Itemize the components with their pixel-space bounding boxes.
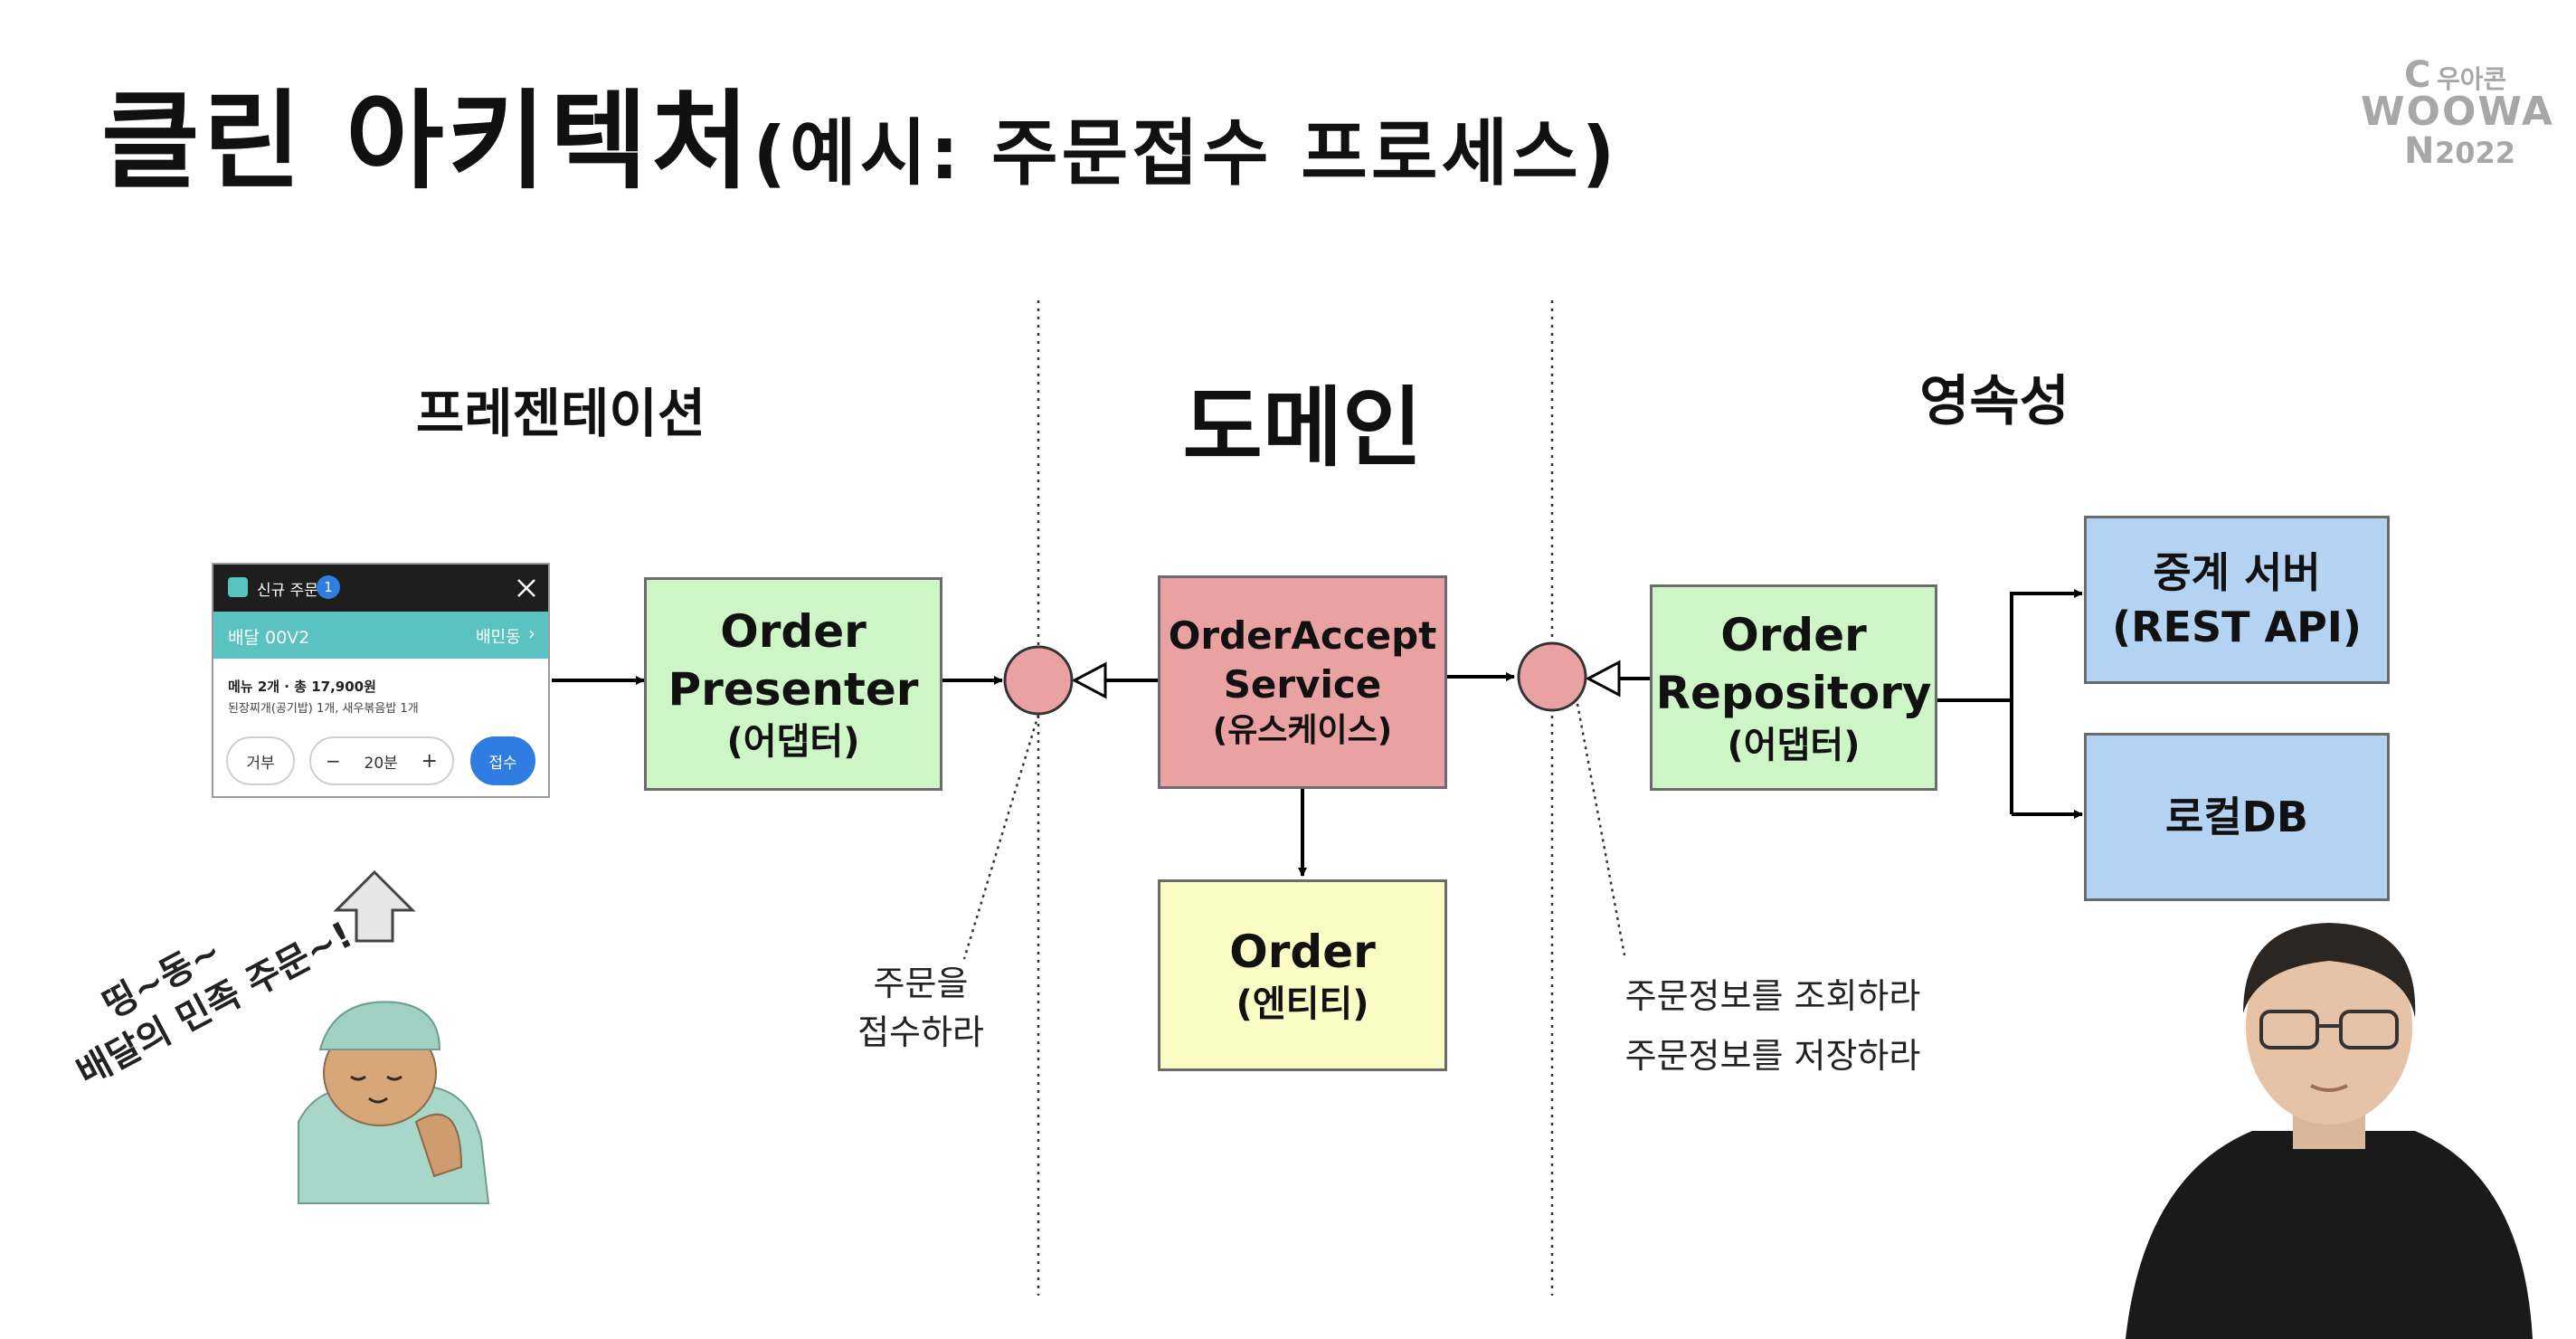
order-presenter-line2: Presenter bbox=[668, 663, 919, 716]
order-presenter-box: Order Presenter (어댑터) bbox=[644, 577, 942, 791]
order-repository-box: Order Repository (어댑터) bbox=[1650, 584, 1937, 791]
port-output-circle bbox=[1517, 641, 1587, 712]
note-repo-line1: 주문정보를 조회하라 bbox=[1624, 976, 1921, 1016]
order-accept-service-line3: (유스케이스) bbox=[1212, 712, 1393, 749]
order-repository-line3: (어댑터) bbox=[1727, 725, 1861, 766]
notification-app-icon bbox=[228, 577, 248, 597]
implements-arrowhead-service bbox=[1071, 661, 1107, 699]
note-accept-line1: 주문을 bbox=[873, 964, 969, 1003]
order-entity-box: Order (엔티티) bbox=[1158, 879, 1447, 1071]
order-code: 배달 00V2 bbox=[228, 628, 310, 648]
relay-server-box: 중계 서버 (REST API) bbox=[2084, 516, 2390, 684]
order-accept-service-line2: Service bbox=[1223, 662, 1382, 707]
implements-arrowhead-repository bbox=[1585, 660, 1621, 698]
close-icon[interactable] bbox=[516, 577, 537, 599]
title-sub: (예시: 주문접수 프로세스) bbox=[753, 111, 1619, 195]
note-accept-leader bbox=[962, 714, 1040, 960]
column-persistence: 영속성 bbox=[1919, 370, 2069, 433]
order-notification-mockup: 신규 주문 1 배달 00V2 배민동 › 메뉴 2개 · 총 17,900원 … bbox=[212, 563, 550, 798]
order-accept-service-box: OrderAccept Service (유스케이스) bbox=[1158, 575, 1447, 789]
order-region: 배민동 bbox=[476, 628, 521, 647]
column-domain: 도메인 bbox=[1182, 377, 1423, 479]
port-input-circle bbox=[1003, 645, 1074, 716]
delivery-character-illustration bbox=[298, 1001, 490, 1204]
page-title: 클린 아키텍처(예시: 주문접수 프로세스) bbox=[101, 54, 1618, 209]
note-accept-order: 주문을 접수하라 bbox=[814, 959, 1028, 1057]
column-presentation: 프레젠테이션 bbox=[415, 383, 706, 444]
note-accept-line2: 접수하라 bbox=[857, 1012, 984, 1052]
prep-time-stepper[interactable]: − 20분 + bbox=[309, 736, 454, 785]
note-repository: 주문정보를 조회하라 주문정보를 저장하라 bbox=[1592, 966, 1954, 1086]
logo-woowa: WOOWA bbox=[2361, 89, 2554, 135]
notification-badge: 1 bbox=[317, 575, 340, 599]
order-code-row[interactable]: 배달 00V2 배민동 › bbox=[213, 612, 548, 659]
order-items: 된장찌개(공기밥) 1개, 새우볶음밥 1개 bbox=[228, 702, 419, 716]
logo-woo: 우아콘 bbox=[2437, 64, 2507, 94]
accept-button[interactable]: 접수 bbox=[470, 736, 535, 785]
order-repository-line2: Repository bbox=[1655, 667, 1932, 719]
reject-button[interactable]: 거부 bbox=[226, 736, 295, 785]
logo-c: C bbox=[2404, 54, 2431, 96]
order-presenter-line1: Order bbox=[720, 605, 867, 658]
note-repo-leader bbox=[1576, 703, 1626, 956]
order-repository-line1: Order bbox=[1720, 609, 1867, 661]
local-db-line1: 로컬DB bbox=[2165, 793, 2308, 841]
order-summary: 메뉴 2개 · 총 17,900원 bbox=[228, 679, 376, 695]
speaker-video bbox=[2117, 905, 2542, 1339]
local-db-box: 로컬DB bbox=[2084, 733, 2390, 901]
logo-n: N bbox=[2404, 130, 2435, 172]
order-presenter-line3: (어댑터) bbox=[726, 721, 860, 763]
order-entity-line1: Order bbox=[1229, 926, 1376, 978]
title-main: 클린 아키텍처 bbox=[101, 79, 753, 204]
logo-year: 2022 bbox=[2435, 136, 2516, 170]
chevron-right-icon: › bbox=[528, 622, 535, 644]
order-entity-line2: (엔티티) bbox=[1236, 983, 1369, 1025]
notification-title: 신규 주문 bbox=[257, 582, 318, 600]
relay-server-line2: (REST API) bbox=[2112, 603, 2362, 651]
order-accept-service-line1: OrderAccept bbox=[1168, 613, 1437, 658]
note-repo-line2: 주문정보를 저장하라 bbox=[1624, 1036, 1921, 1076]
plus-icon[interactable]: + bbox=[421, 749, 438, 773]
notification-header: 신규 주문 1 bbox=[213, 565, 548, 612]
relay-server-line1: 중계 서버 bbox=[2153, 548, 2321, 597]
woowacon-logo: C 우아콘 WOOWA N 2022 bbox=[2352, 54, 2560, 172]
up-arrow-icon bbox=[333, 869, 416, 943]
minus-icon[interactable]: − bbox=[326, 750, 341, 772]
prep-time-value: 20분 bbox=[364, 754, 398, 773]
